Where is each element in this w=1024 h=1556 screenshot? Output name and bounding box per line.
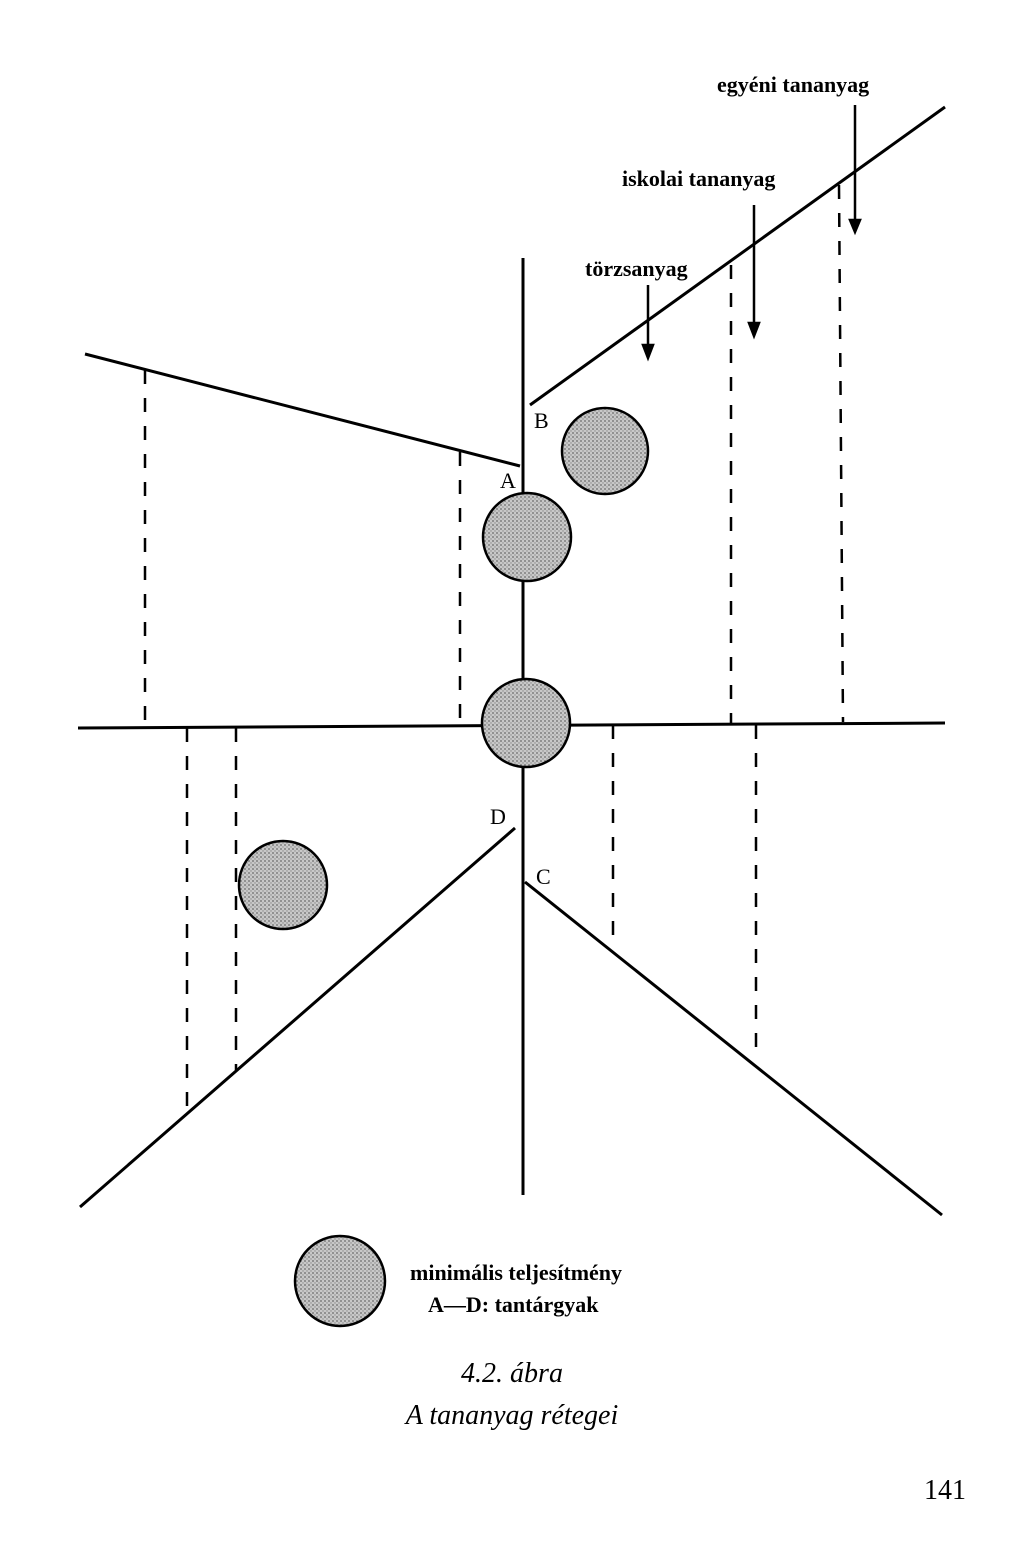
layer-boundaries <box>143 184 845 1110</box>
figure-title: A tananyag rétegei <box>405 1400 619 1431</box>
figure-number: 4.2. ábra <box>461 1358 563 1389</box>
subject-a-line <box>84 352 521 468</box>
page-number: 141 <box>924 1475 966 1506</box>
circle-subject-a <box>481 491 573 583</box>
boundary-b-outer <box>837 184 845 723</box>
minimum-performance-circles <box>237 406 650 1328</box>
label-iskolai-tananyag: iskolai tananyag <box>622 166 775 191</box>
subject-c-line <box>524 880 943 1217</box>
subject-b-line <box>529 105 946 407</box>
label-subject-d: D <box>490 804 506 829</box>
label-subject-b: B <box>534 408 549 433</box>
legend-line-2: A—D: tantárgyak <box>428 1292 599 1317</box>
subject-d-line <box>79 826 516 1209</box>
layer-arrows <box>641 105 862 362</box>
circle-center <box>480 677 572 769</box>
legend-circle-icon <box>293 1234 387 1328</box>
circle-subject-d <box>237 839 329 931</box>
label-egyeni-tananyag: egyéni tananyag <box>717 72 869 97</box>
arrow-egyeni-head <box>848 218 862 236</box>
label-subject-a: A <box>500 468 516 493</box>
arrow-iskolai-head <box>747 321 761 340</box>
label-torzsanyag: törzsanyag <box>585 256 688 281</box>
label-subject-c: C <box>536 864 551 889</box>
legend-line-1: minimális teljesítmény <box>410 1260 622 1285</box>
circle-subject-b <box>560 406 650 496</box>
arrow-torzs-head <box>641 343 655 362</box>
